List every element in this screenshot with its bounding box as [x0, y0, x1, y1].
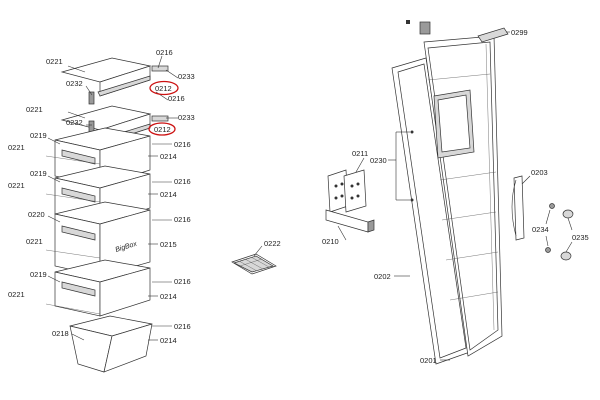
callout-label: 0214 — [160, 190, 177, 199]
callout-label: 0234 — [532, 225, 549, 234]
callouts-left: 0221 0232 0216 0233 0212 0216 0221 0232 … — [8, 48, 195, 345]
callout-label: 0232 — [66, 79, 83, 88]
drawer-3-side — [99, 209, 151, 277]
callout-label: 0233 — [178, 113, 195, 122]
callout-label: 0235 — [572, 233, 589, 242]
highlight-circle-upper — [149, 80, 179, 96]
callout-label: 0219 — [30, 270, 47, 279]
ice-cube-tray: 0222 — [231, 239, 281, 275]
callout-label: 0232 — [66, 118, 83, 127]
cap-upper — [562, 209, 574, 219]
callout-label: 0299 — [511, 28, 528, 37]
freezer-door: 0299 0203 0234 0235 0230 0202 0201 — [370, 20, 589, 365]
door-handle — [513, 175, 525, 241]
callout-label: 0215 — [160, 240, 177, 249]
screw-upper — [549, 203, 555, 209]
callout-label: 0201 — [420, 356, 437, 365]
callout-label: 0216 — [168, 94, 185, 103]
callout-label: 0221 — [8, 181, 25, 190]
callout-label: 0212 — [154, 125, 171, 134]
highlight-circle-lower — [148, 122, 176, 136]
callout-label: 0221 — [8, 143, 25, 152]
callout-label: 0210 — [322, 237, 339, 246]
door-hinge-top — [419, 21, 431, 35]
callout-label: 0221 — [26, 237, 43, 246]
drawer-4-side — [99, 267, 151, 317]
drawer-4-handle — [61, 281, 96, 297]
screw-lower — [545, 247, 551, 253]
callout-label: 0216 — [174, 140, 191, 149]
shelf-clip-second — [151, 115, 169, 122]
callout-label: 0221 — [8, 290, 25, 299]
callout-label: 0218 — [52, 329, 69, 338]
hinge-pin-top — [88, 91, 95, 105]
shelf-clip-top — [151, 65, 169, 72]
callout-label: 0214 — [160, 152, 177, 161]
cold-packs: 0211 0210 — [322, 149, 375, 246]
drawer-3-handle — [61, 225, 96, 241]
drawer-2-handle — [61, 187, 96, 203]
callout-label: 0219 — [30, 169, 47, 178]
shelves-and-drawers: BigBox — [45, 57, 169, 373]
callout-label: 0202 — [374, 272, 391, 281]
callout-label: 0216 — [174, 177, 191, 186]
callout-label: 0230 — [370, 156, 387, 165]
callout-label: 0214 — [160, 292, 177, 301]
callout-label: 0211 — [352, 149, 368, 158]
callout-label: 0233 — [178, 72, 195, 81]
callout-label: 0203 — [531, 168, 548, 177]
callout-label: 0212 — [155, 84, 172, 93]
callout-label: 0220 — [28, 210, 45, 219]
callout-label: 0219 — [30, 131, 47, 140]
drawer-1-handle — [61, 149, 96, 165]
shelf-trim-top — [97, 75, 151, 97]
callout-label: 0221 — [26, 105, 43, 114]
callout-label: 0222 — [264, 239, 281, 248]
callout-label: 0214 — [160, 336, 177, 345]
hinge-cover — [477, 27, 509, 43]
callout-label: 0216 — [156, 48, 173, 57]
cap-lower — [560, 251, 572, 261]
callout-label: 0221 — [46, 57, 63, 66]
drawer-5-side — [103, 323, 153, 373]
callout-label: 0216 — [174, 277, 191, 286]
callout-label: 0216 — [174, 322, 191, 331]
callout-label: 0216 — [174, 215, 191, 224]
